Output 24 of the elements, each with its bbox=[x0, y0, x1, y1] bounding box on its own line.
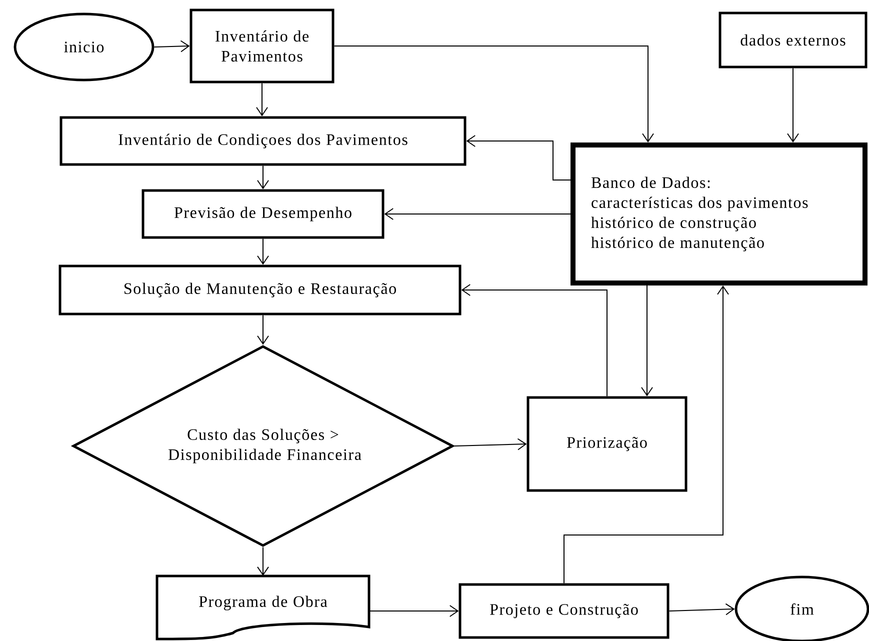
arrow bbox=[466, 135, 571, 180]
arrow bbox=[154, 40, 190, 52]
arrow bbox=[257, 165, 269, 190]
process-box: Priorização bbox=[526, 396, 688, 492]
arrow bbox=[461, 284, 608, 397]
process-box: dados externos bbox=[718, 12, 868, 68]
arrow bbox=[256, 82, 268, 116]
arrow bbox=[668, 603, 735, 616]
arrow bbox=[564, 286, 729, 584]
arrow bbox=[257, 238, 269, 265]
process-box: Inventário de Condiçoes dos Pavimentos bbox=[60, 116, 466, 166]
process-box: Projeto e Construção bbox=[458, 583, 670, 639]
arrow bbox=[384, 208, 571, 220]
arrow bbox=[257, 314, 269, 345]
arrow bbox=[334, 46, 654, 142]
arrow bbox=[368, 605, 459, 617]
arrow bbox=[641, 285, 653, 396]
arrow bbox=[454, 438, 527, 450]
process-box: Previsão de Desempenho bbox=[142, 189, 384, 239]
database-box: Banco de Dados: características dos pavimentos histórico de construção histórico de manutenção bbox=[570, 142, 868, 286]
arrow bbox=[257, 546, 269, 576]
process-box: Inventário de Pavimentos bbox=[190, 8, 334, 84]
arrow bbox=[787, 68, 799, 142]
process-box: Solução de Manutenção e Restauração bbox=[58, 264, 462, 316]
